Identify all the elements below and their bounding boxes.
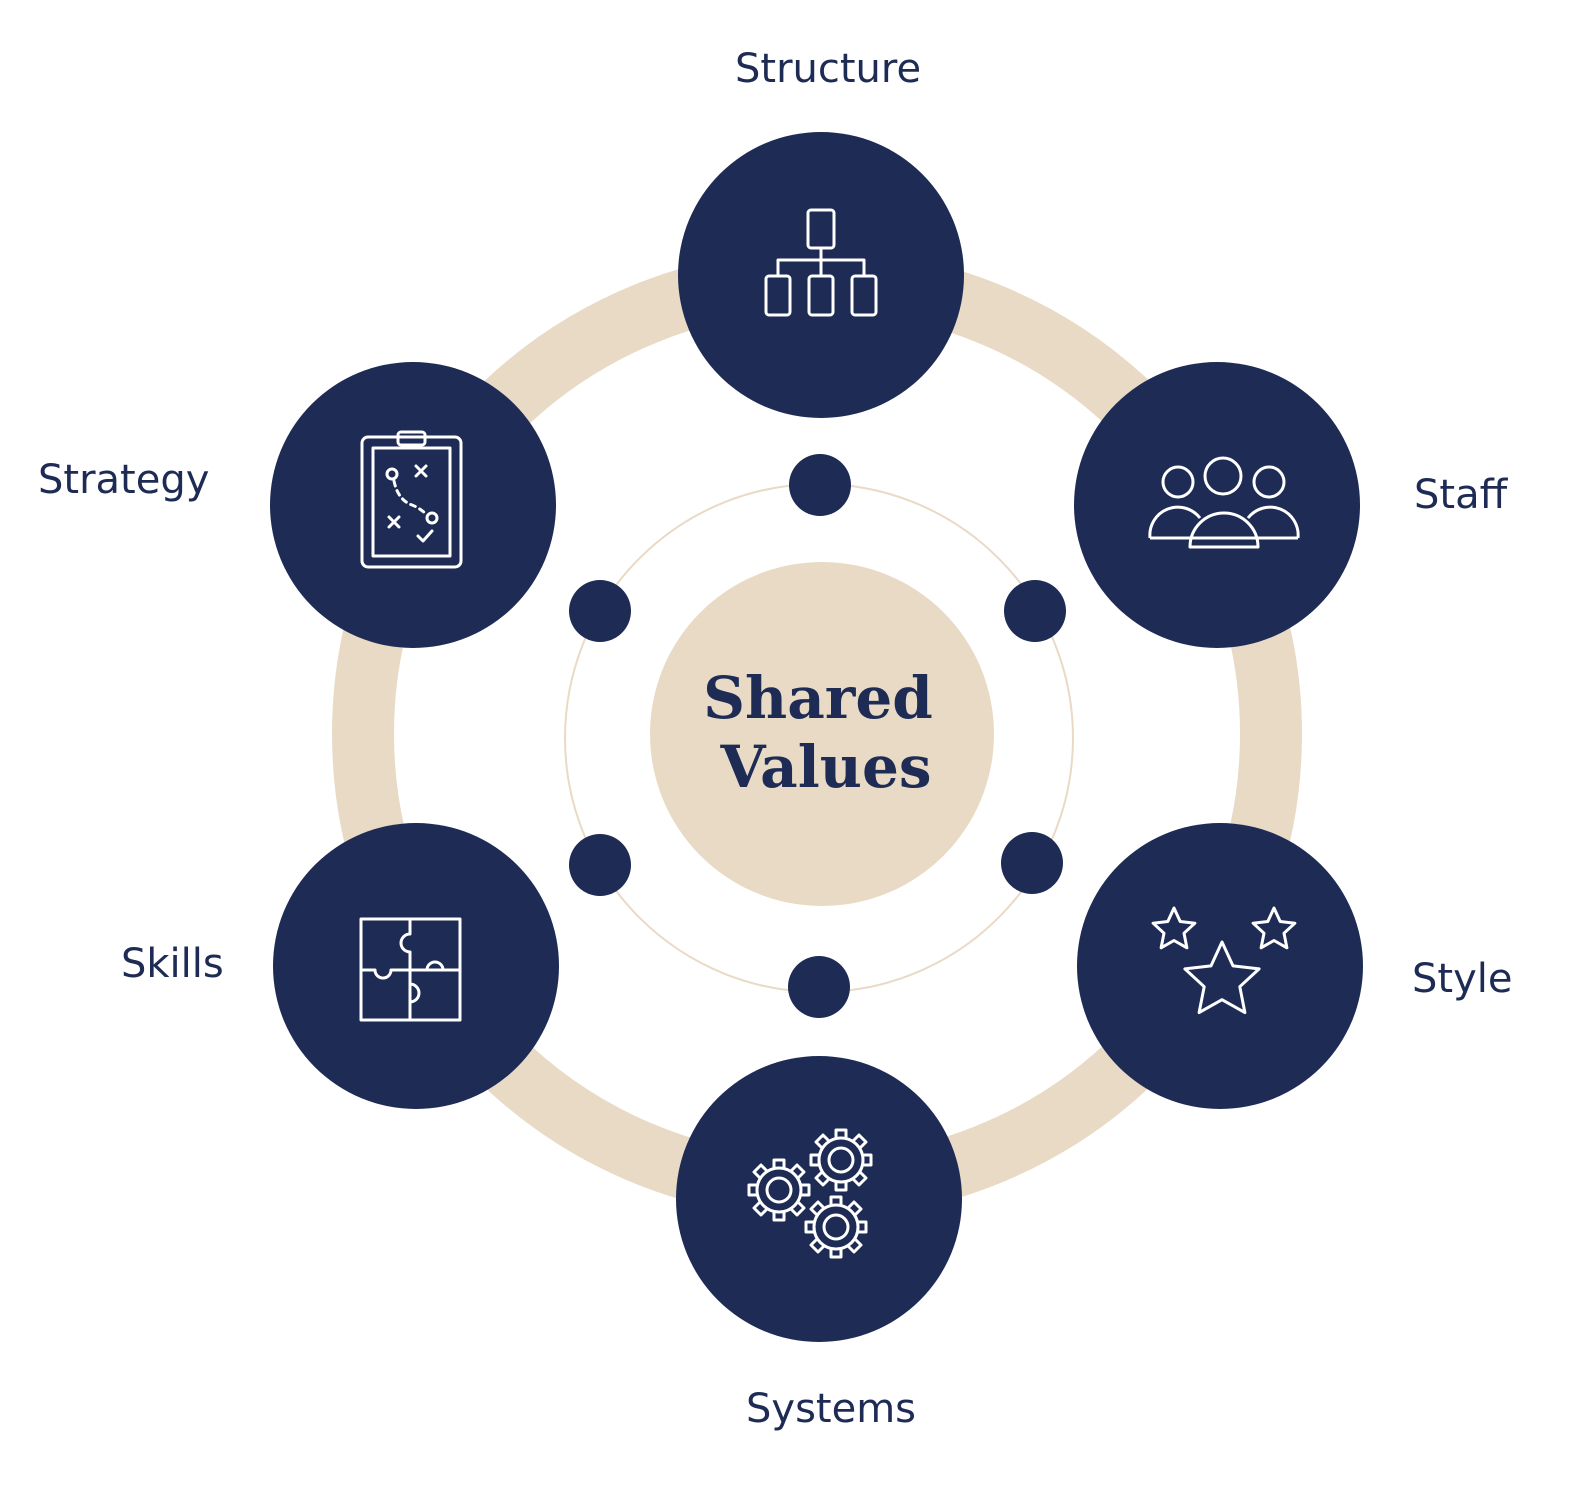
puzzle-icon [359, 917, 462, 1022]
gears-icon [747, 1128, 873, 1259]
node-strategy [270, 362, 556, 648]
node-circle [1074, 362, 1360, 648]
inner-dot [789, 454, 851, 516]
node-systems [676, 1056, 962, 1342]
label-skills: Skills [121, 941, 224, 987]
node-circle [273, 823, 559, 1109]
center-title-line1: Shared [703, 664, 933, 732]
org-chart-icon [764, 208, 878, 317]
team-icon [1148, 456, 1300, 549]
inner-dot [569, 580, 631, 642]
node-style [1077, 823, 1363, 1109]
label-strategy: Strategy [38, 457, 210, 503]
label-structure: Structure [735, 46, 922, 92]
clipboard-plan-icon [360, 430, 463, 569]
node-staff [1074, 362, 1360, 648]
stars-icon [1151, 906, 1297, 1015]
node-structure [678, 132, 964, 418]
center-circle [650, 562, 994, 906]
inner-dot [1004, 580, 1066, 642]
inner-dot [1001, 832, 1063, 894]
node-circle [676, 1056, 962, 1342]
node-circle [1077, 823, 1363, 1109]
label-systems: Systems [746, 1386, 916, 1432]
label-staff: Staff [1414, 472, 1508, 518]
inner-dot [569, 834, 631, 896]
node-skills [273, 823, 559, 1109]
label-style: Style [1412, 956, 1513, 1002]
center-title-line2: Values [719, 733, 931, 801]
inner-dot [788, 956, 850, 1018]
